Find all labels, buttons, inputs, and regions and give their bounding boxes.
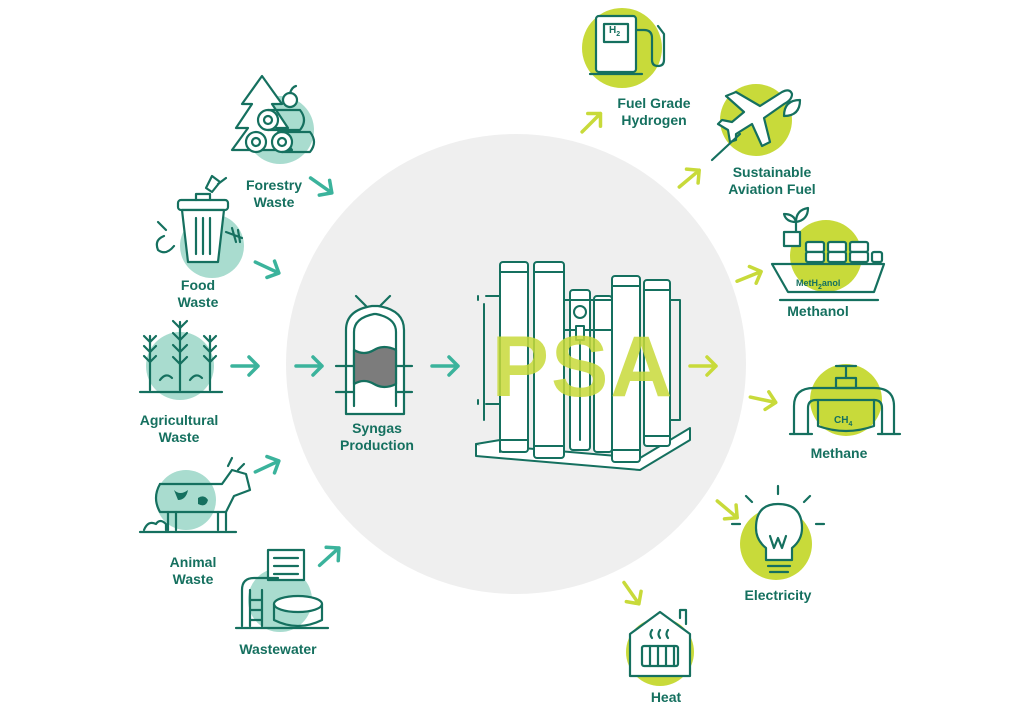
- label-line2: Waste: [172, 571, 214, 587]
- label-line1: Food: [180, 277, 216, 293]
- label-line2: Aviation Fuel: [728, 181, 816, 197]
- label-wastewater: Wastewater: [193, 641, 363, 658]
- label-line2: Waste: [253, 194, 295, 210]
- label-line1: Methane: [810, 445, 868, 461]
- psa-label: PSA: [491, 319, 675, 415]
- agricultural-waste-icon: [138, 319, 224, 400]
- label-line2: Waste: [177, 294, 219, 310]
- label-line1: Syngas: [352, 420, 402, 436]
- label-line1: Fuel Grade: [617, 95, 691, 111]
- arrow-animal: [249, 451, 285, 482]
- h2-formula: H2: [609, 25, 621, 38]
- label-methane: Methane: [754, 445, 924, 462]
- label-forestry-waste: Forestry Waste: [189, 177, 359, 211]
- label-fuel-grade-hydrogen: Fuel Grade Hydrogen: [569, 95, 739, 129]
- arrow-methane: [746, 386, 780, 414]
- syngas-reactor-icon: [334, 294, 414, 416]
- label-line1: Electricity: [744, 587, 812, 603]
- label-methanol: Methanol: [733, 303, 903, 320]
- label-sustainable-aviation-fuel: Sustainable Aviation Fuel: [687, 164, 857, 198]
- label-line1: Methanol: [787, 303, 849, 319]
- electricity-bulb-icon: [730, 484, 826, 580]
- label-syngas-production: Syngas Production: [292, 420, 462, 454]
- label-electricity: Electricity: [693, 587, 863, 604]
- food-waste-icon: [155, 174, 244, 278]
- label-line1: Forestry: [245, 177, 303, 193]
- forestry-waste-icon: [230, 74, 316, 164]
- label-food-waste: Food Waste: [113, 277, 283, 311]
- arrow-methanol: [731, 261, 767, 292]
- arrow-agricultural: [230, 355, 260, 377]
- psa-unit-illustration: [475, 261, 691, 471]
- label-line1: Animal: [169, 554, 217, 570]
- wastewater-icon: [234, 548, 330, 632]
- hydrogen-pump-icon: [582, 8, 666, 88]
- label-line1: Wastewater: [239, 641, 317, 657]
- label-animal-waste: Animal Waste: [108, 554, 278, 588]
- ch4-formula: CH4: [834, 415, 853, 428]
- heat-house-icon: [626, 608, 694, 686]
- label-line1: Sustainable: [732, 164, 812, 180]
- label-line2: Waste: [158, 429, 200, 445]
- label-line1: Agricultural: [139, 412, 219, 428]
- arrow-electricity: [709, 492, 745, 527]
- label-heat: Heat: [581, 689, 751, 706]
- animal-waste-icon: [138, 456, 252, 534]
- arrow-heat: [614, 575, 649, 611]
- methanol-formula: MetH2anol: [796, 278, 841, 291]
- arrow-wastewater: [311, 539, 347, 574]
- label-line1: Heat: [650, 689, 682, 705]
- label-agricultural-waste: Agricultural Waste: [94, 412, 264, 446]
- aviation-fuel-icon: [710, 84, 802, 162]
- methane-pipe-icon: [788, 364, 902, 436]
- methanol-ship-icon: [770, 206, 886, 302]
- label-line2: Production: [340, 437, 414, 453]
- label-line2: Hydrogen: [621, 112, 687, 128]
